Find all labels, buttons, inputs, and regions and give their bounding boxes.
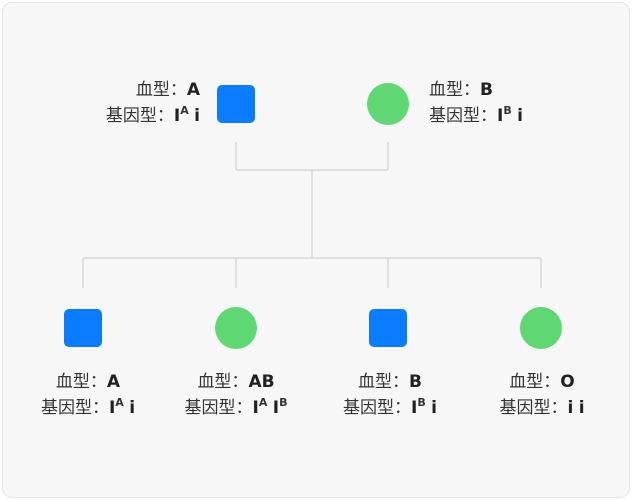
genotype-label: 基因型： <box>499 398 568 418</box>
father-labels: 血型：A 基因型：IA i <box>106 77 200 129</box>
allele: i <box>517 106 523 126</box>
father-blood-type-row: 血型：A <box>106 77 200 103</box>
genotype-label: 基因型： <box>343 398 412 418</box>
child-3-square <box>369 309 407 347</box>
allele: i <box>129 398 136 418</box>
child-1-square <box>64 309 102 347</box>
allele: i <box>578 398 585 418</box>
allele: I <box>411 398 418 418</box>
child-3-blood-type: B <box>409 372 422 392</box>
blood-type-label: 血型： <box>429 80 480 100</box>
blood-type-label: 血型： <box>358 372 410 392</box>
mother-blood-type: B <box>480 80 493 100</box>
allele: I <box>108 398 116 418</box>
blood-type-label: 血型： <box>55 372 107 392</box>
allele-superscript: B <box>417 396 426 409</box>
genotype-label: 基因型： <box>429 106 497 126</box>
mother-labels: 血型：B 基因型：IB i <box>429 77 523 129</box>
blood-type-label: 血型： <box>509 372 561 392</box>
allele: I <box>497 106 504 126</box>
allele: I <box>173 106 181 126</box>
child-2-circle <box>215 307 257 349</box>
child-1-blood-type: A <box>106 372 121 392</box>
genotype-label: 基因型： <box>40 398 109 418</box>
child-4-labels: 血型：O 基因型：i i <box>454 369 630 421</box>
allele-superscript: A <box>258 396 268 409</box>
child-3-genotype-row: 基因型：IB i <box>302 395 478 421</box>
child-2-labels: 血型：AB 基因型：IA IB <box>148 369 324 421</box>
child-2-genotype-row: 基因型：IA IB <box>148 395 324 421</box>
allele-superscript: B <box>279 396 288 409</box>
child-3-labels: 血型：B 基因型：IB i <box>302 369 478 421</box>
allele: i <box>567 398 574 418</box>
allele: I <box>252 398 259 418</box>
blood-type-label: 血型： <box>197 372 249 392</box>
child-4-circle <box>520 307 562 349</box>
child-1-labels: 血型：A 基因型：IA i <box>0 369 176 421</box>
child-3-blood-type-row: 血型：B <box>302 369 478 395</box>
genotype-label: 基因型： <box>184 398 253 418</box>
child-1-genotype-row: 基因型：IA i <box>0 395 176 421</box>
mother-circle <box>367 83 409 125</box>
father-genotype-row: 基因型：IA i <box>106 103 200 129</box>
child-2-blood-type: AB <box>248 372 275 392</box>
allele: i <box>431 398 437 418</box>
mother-blood-type-row: 血型：B <box>429 77 523 103</box>
child-4-blood-type-row: 血型：O <box>454 369 630 395</box>
child-4-genotype-row: 基因型：i i <box>454 395 630 421</box>
blood-type-label: 血型： <box>135 80 187 100</box>
allele: I <box>272 398 280 418</box>
mother-genotype-row: 基因型：IB i <box>429 103 523 129</box>
allele-superscript: A <box>115 396 124 409</box>
child-4-blood-type: O <box>560 372 575 392</box>
child-1-blood-type-row: 血型：A <box>0 369 176 395</box>
allele-superscript: B <box>503 104 512 117</box>
genotype-label: 基因型： <box>105 106 174 126</box>
child-2-blood-type-row: 血型：AB <box>148 369 324 395</box>
allele-superscript: A <box>180 104 189 117</box>
father-blood-type: A <box>186 80 200 100</box>
father-square <box>217 85 255 123</box>
allele: i <box>194 106 200 126</box>
